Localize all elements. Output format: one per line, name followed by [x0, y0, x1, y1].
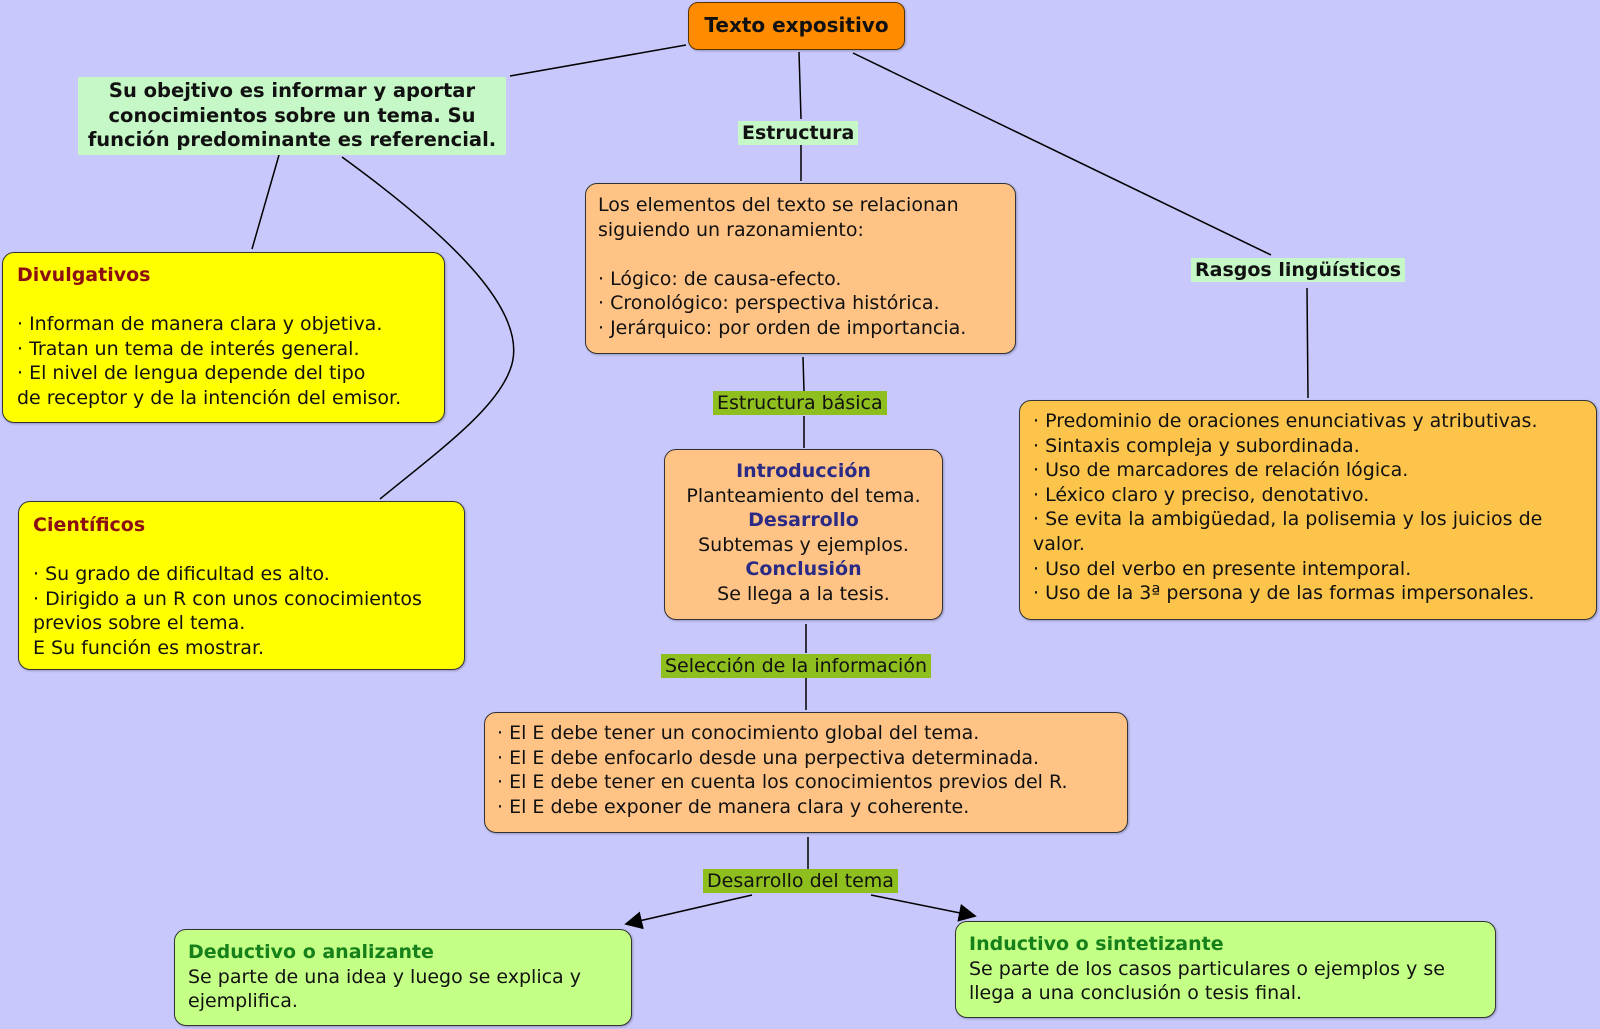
arrow-to-deductivo — [624, 894, 753, 930]
rasgos-item: · Uso de marcadores de relación lógica. — [1033, 459, 1409, 482]
desarrollo-tema-label: Desarrollo del tema — [703, 869, 898, 893]
root-node: Texto expositivo — [688, 2, 905, 50]
section-title-conclusion: Conclusión — [745, 558, 862, 581]
deductivo-title: Deductivo o analizante — [188, 941, 434, 963]
rasgos-label: Rasgos lingüísticos — [1191, 258, 1406, 282]
seleccion-label: Selección de la información — [661, 654, 932, 678]
section-text-desarrollo: Subtemas y ejemplos. — [698, 533, 909, 556]
cientificos-line: · Su grado de dificultad es alto. — [33, 563, 330, 586]
link-definition-divulgativos — [251, 154, 280, 250]
cientificos-line: · Dirigido a un R con unos conocimientos — [33, 587, 422, 610]
estructura-item: · Jerárquico: por orden de importancia. — [598, 316, 967, 339]
rasgos-item: · Uso de la 3ª persona y de las formas i… — [1033, 582, 1535, 605]
estructura-basica-box: Introducción Planteamiento del tema. Des… — [664, 449, 943, 620]
estructura-item: · Cronológico: perspectiva histórica. — [598, 292, 940, 315]
estructura-item: · Lógico: de causa-efecto. — [598, 267, 842, 290]
rasgos-item: · Predominio de oraciones enunciativas y… — [1033, 410, 1538, 432]
inductivo-line: Se parte de los casos particulares o eje… — [969, 957, 1445, 980]
inductivo-title: Inductivo o sintetizante — [969, 933, 1224, 955]
estructura-box: Los elementos del texto se relacionan si… — [585, 183, 1016, 354]
estructura-basica-label: Estructura básica — [713, 391, 887, 415]
cientificos-box: Científicos · Su grado de dificultad es … — [18, 501, 465, 670]
deductivo-line: Se parte de una idea y luego se explica … — [188, 965, 581, 988]
section-title-desarrollo: Desarrollo — [748, 509, 859, 532]
definition-line: Su obejtivo es informar y aportar — [108, 79, 476, 102]
link-rasgos-box — [1306, 287, 1309, 399]
rasgos-item: · Sintaxis compleja y subordinada. — [1033, 434, 1360, 457]
deductivo-line: ejemplifica. — [188, 990, 298, 1013]
rasgos-box: · Predominio de oraciones enunciativas y… — [1019, 400, 1597, 620]
seleccion-item: · El E debe tener un conocimiento global… — [497, 722, 980, 744]
section-title-introduccion: Introducción — [736, 460, 871, 482]
seleccion-item: · El E debe exponer de manera clara y co… — [497, 795, 970, 818]
deductivo-box: Deductivo o analizante Se parte de una i… — [174, 929, 632, 1026]
divulgativos-line: · Tratan un tema de interés general. — [17, 337, 360, 360]
divulgativos-line: · El nivel de lengua depende del tipo — [17, 362, 366, 385]
estructura-intro-line: siguiendo un razonamiento: — [598, 218, 864, 241]
section-text-introduccion: Planteamiento del tema. — [686, 484, 921, 507]
cientificos-line: E Su función es mostrar. — [33, 636, 265, 659]
rasgos-item: valor. — [1033, 532, 1085, 555]
cientificos-title: Científicos — [33, 514, 146, 536]
seleccion-item: · El E debe tener en cuenta los conocimi… — [497, 771, 1068, 794]
rasgos-item: · Uso del verbo en presente intemporal. — [1033, 557, 1412, 580]
cientificos-line: previos sobre el tema. — [33, 612, 246, 635]
divulgativos-line: · Informan de manera clara y objetiva. — [17, 313, 383, 336]
arrow-to-inductivo — [870, 894, 977, 922]
estructura-intro-line: Los elementos del texto se relacionan — [598, 194, 959, 216]
estructura-label: Estructura — [738, 121, 859, 145]
rasgos-item: · Léxico claro y preciso, denotativo. — [1033, 483, 1370, 506]
link-estructura-basica-top — [802, 356, 805, 392]
inductivo-box: Inductivo o sintetizante Se parte de los… — [955, 921, 1496, 1018]
rasgos-item: · Se evita la ambigüedad, la polisemia y… — [1033, 508, 1543, 531]
section-text-conclusion: Se llega a la tesis. — [717, 582, 890, 605]
seleccion-item: · El E debe enfocarlo desde una perpecti… — [497, 746, 1040, 769]
definition-label: Su obejtivo es informar y aportar conoci… — [78, 77, 506, 155]
root-title: Texto expositivo — [704, 13, 889, 37]
divulgativos-line: de receptor y de la intención del emisor… — [17, 386, 402, 409]
inductivo-line: llega a una conclusión o tesis final. — [969, 982, 1303, 1005]
definition-line: conocimientos sobre un tema. Su — [108, 103, 476, 127]
divulgativos-title: Divulgativos — [17, 264, 151, 286]
definition-line: función predominante es referencial. — [87, 128, 497, 151]
divulgativos-box: Divulgativos · Informan de manera clara … — [2, 252, 445, 423]
link-root-definition — [509, 44, 687, 77]
seleccion-box: · El E debe tener un conocimiento global… — [484, 712, 1128, 833]
link-root-estructura — [798, 51, 802, 120]
